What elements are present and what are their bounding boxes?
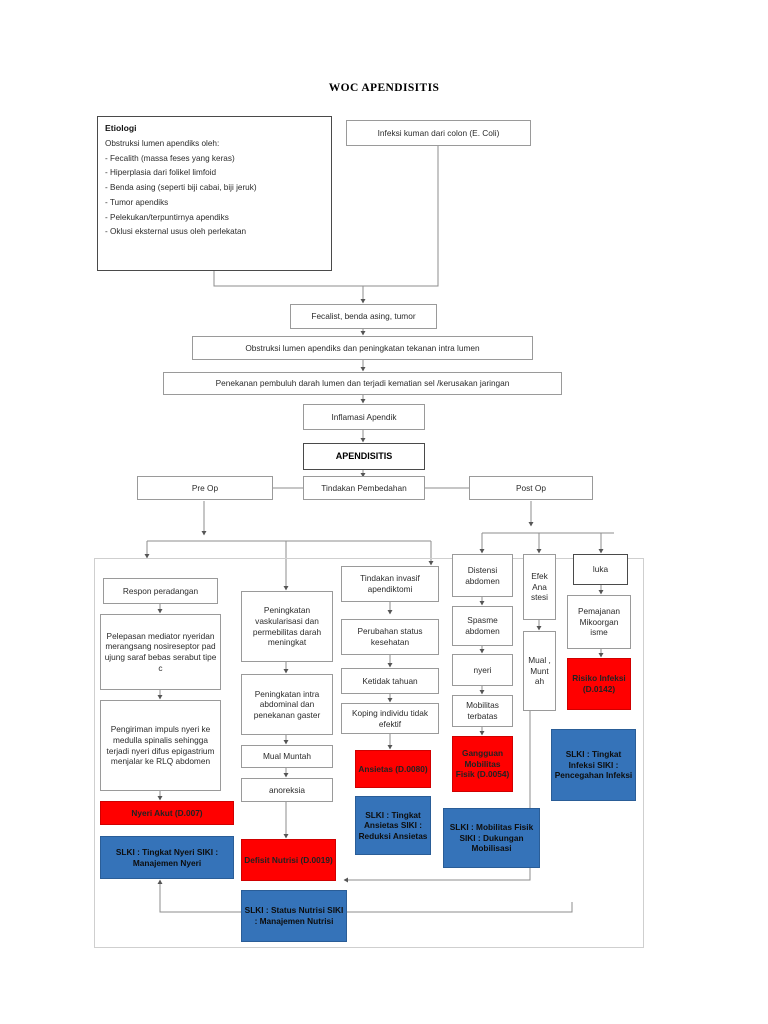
etiologi-box: Etiologi Obstruksi lumen apendiks oleh: …: [97, 116, 332, 271]
etiologi-item-3: - Tumor apendiks: [105, 197, 169, 207]
etiologi-item-1: - Hiperplasia dari folikel limfoid: [105, 168, 217, 178]
diagnosa-nyeri-akut: Nyeri Akut (D.007): [100, 801, 234, 825]
diagnosa-risiko-infeksi: Risiko Infeksi (D.0142): [567, 658, 631, 710]
node-luka: luka: [573, 554, 628, 585]
node-peningkatan-intra-abdominal: Peningkatan intra abdominal dan penekana…: [241, 674, 333, 735]
node-mual-muntah-postop: Mual , Munt ah: [523, 631, 556, 711]
intervensi-gangguan-mobilitas: SLKI : Mobilitas Fisik SIKI : Dukungan M…: [443, 808, 540, 868]
node-infeksi-kuman: Infeksi kuman dari colon (E. Coli): [346, 120, 531, 146]
intervensi-risiko-infeksi: SLKI : Tingkat Infeksi SIKI : Pencegahan…: [551, 729, 636, 801]
node-pelepasan-mediator: Pelepasan mediator nyeridan merangsang n…: [100, 614, 221, 690]
etiologi-item-2: - Benda asing (seperti biji cabai, biji …: [105, 183, 257, 193]
node-tindakan-pembedahan: Tindakan Pembedahan: [303, 476, 425, 500]
etiologi-item-5: - Oklusi eksternal usus oleh perlekatan: [105, 227, 247, 237]
diagnosa-defisit-nutrisi: Defisit Nutrisi (D.0019): [241, 839, 336, 881]
node-fecalist: Fecalist, benda asing, tumor: [290, 304, 437, 329]
node-peningkatan-vaskularisasi: Peningkatan vaskularisasi dan permebilit…: [241, 591, 333, 662]
intervensi-defisit-nutrisi: SLKI : Status Nutrisi SIKI : Manajemen N…: [241, 890, 347, 942]
node-respon-peradangan: Respon peradangan: [103, 578, 218, 604]
page-title: WOC APENDISITIS: [328, 82, 440, 94]
node-pengiriman-impuls: Pengiriman impuls nyeri ke medulla spina…: [100, 700, 221, 791]
node-distensi-abdomen: Distensi abdomen: [452, 554, 513, 597]
node-nyeri-postop: nyeri: [452, 654, 513, 686]
node-spasme-abdomen: Spasme abdomen: [452, 606, 513, 646]
node-obstruksi-lumen: Obstruksi lumen apendiks dan peningkatan…: [192, 336, 533, 360]
node-koping-individu: Koping individu tidak efektif: [341, 703, 439, 734]
node-pemajanan-mikroorganisme: Pemajanan Mikoorgan isme: [567, 595, 631, 649]
etiologi-item-0: - Fecalith (massa feses yang keras): [105, 153, 235, 163]
node-penekanan-pembuluh: Penekanan pembuluh darah lumen dan terja…: [163, 372, 562, 395]
node-ketidaktahuan: Ketidak tahuan: [341, 668, 439, 694]
diagnosa-gangguan-mobilitas: Gangguan Mobilitas Fisik (D.0054): [452, 736, 513, 792]
node-tindakan-invasif: Tindakan invasif apendiktomi: [341, 566, 439, 602]
intervensi-nyeri-akut: SLKI : Tingkat Nyeri SIKI : Manajemen Ny…: [100, 836, 234, 879]
etiologi-heading: Etiologi: [105, 123, 137, 133]
node-anoreksia: anoreksia: [241, 778, 333, 802]
node-mual-muntah-preop: Mual Muntah: [241, 745, 333, 768]
node-mobilitas-terbatas: Mobilitas terbatas: [452, 695, 513, 727]
node-post-op: Post Op: [469, 476, 593, 500]
diagram-outer-frame: [94, 558, 644, 948]
node-efek-anastesi: Efek Ana stesi: [523, 554, 556, 620]
etiologi-subheading: Obstruksi lumen apendiks oleh:: [105, 139, 220, 149]
node-apendisitis: APENDISITIS: [303, 443, 425, 470]
node-perubahan-status: Perubahan status kesehatan: [341, 619, 439, 655]
intervensi-ansietas: SLKI : Tingkat Ansietas SIKI : Reduksi A…: [355, 796, 431, 855]
diagnosa-ansietas: Ansietas (D.0080): [355, 750, 431, 788]
node-pre-op: Pre Op: [137, 476, 273, 500]
node-inflamasi-apendik: Inflamasi Apendik: [303, 404, 425, 430]
etiologi-item-4: - Pelekukan/terpuntirnya apendiks: [105, 212, 229, 222]
